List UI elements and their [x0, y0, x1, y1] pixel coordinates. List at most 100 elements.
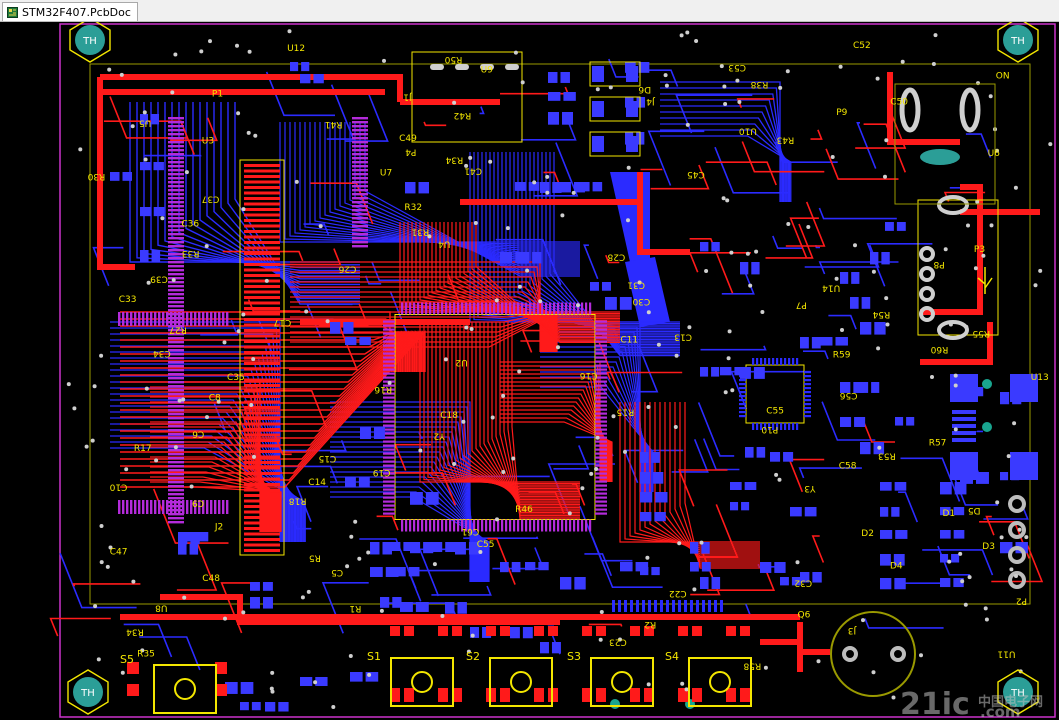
ic-pad: [678, 600, 681, 612]
connector-pad: [244, 527, 280, 530]
via: [131, 579, 136, 584]
ic-pad: [383, 492, 395, 495]
component-designator: C23: [609, 636, 627, 646]
via: [953, 383, 958, 388]
signal-trace: [471, 322, 580, 504]
smd-pad: [153, 207, 165, 217]
smd-pad: [783, 452, 794, 462]
ic-pad: [595, 340, 607, 343]
component-designator: R46: [515, 505, 533, 515]
component-designator: D3: [982, 542, 995, 552]
via: [637, 280, 642, 285]
document-tab[interactable]: STM32F407.PcbDoc: [2, 2, 138, 21]
signal-trace: [664, 402, 760, 561]
connector-pad: [244, 411, 280, 415]
signal-trace: [427, 322, 580, 486]
ic-pad: [168, 265, 184, 268]
via: [249, 403, 254, 407]
signal-trace: [821, 401, 876, 441]
ic-pad: [383, 512, 395, 515]
ic-pad: [383, 356, 395, 359]
ic-pad: [449, 519, 452, 532]
ic-pad: [168, 289, 184, 292]
smd-pad: [240, 682, 254, 694]
connector-pad: [244, 510, 280, 514]
connector-pad: [244, 235, 280, 239]
via: [304, 309, 309, 314]
component-designator: Q6: [798, 610, 811, 620]
connector-pad: [244, 164, 280, 167]
switch-pad: [726, 626, 736, 636]
ic-pad: [581, 302, 584, 315]
switch-label: S2: [466, 650, 480, 663]
ic-pad: [168, 433, 184, 436]
smd-pad: [953, 530, 965, 539]
ic-pad: [441, 519, 444, 532]
via: [754, 249, 759, 254]
component-designator: Y2: [434, 431, 446, 441]
component-designator: C61: [461, 526, 479, 536]
via: [618, 637, 622, 642]
component-designator: C26: [338, 264, 356, 274]
ic-pad: [170, 500, 173, 514]
ic-pad: [182, 312, 185, 326]
ic-pad: [383, 376, 395, 379]
ic-outline: [745, 364, 805, 424]
via: [646, 310, 651, 315]
connector-pad: [950, 452, 978, 480]
ic-pad: [804, 403, 811, 406]
connector-pad: [244, 230, 280, 233]
ic-pad: [573, 519, 576, 532]
smd-pad: [741, 502, 750, 511]
ic-pad: [654, 600, 657, 612]
signal-trace: [423, 222, 620, 323]
usb-pin-pad: [919, 306, 935, 322]
ic-pad: [158, 312, 161, 326]
ic-pad: [202, 312, 205, 326]
component-designator: C53: [728, 62, 746, 72]
ic-pad: [138, 500, 141, 514]
ic-pad: [383, 420, 395, 423]
via: [785, 69, 790, 74]
ic-pad: [585, 302, 588, 315]
ic-pad: [595, 332, 607, 335]
signal-trace: [774, 141, 838, 163]
component-designator: C50: [890, 98, 908, 108]
component-designator: C37: [202, 193, 220, 203]
smd-pad: [415, 602, 429, 612]
ic-pad: [595, 364, 607, 367]
signal-trace: [150, 102, 360, 272]
ic-pad: [473, 302, 476, 315]
component-designator: U3: [202, 137, 214, 147]
ic-pad: [549, 302, 552, 315]
via: [432, 562, 437, 567]
via: [382, 58, 386, 63]
smd-pad: [590, 282, 599, 291]
ic-pad: [804, 411, 811, 414]
smd-pad: [262, 597, 273, 609]
ic-pad: [739, 411, 746, 414]
signal-trace: [679, 402, 760, 567]
smd-pad: [854, 417, 866, 427]
component-designator: P4: [405, 147, 416, 157]
ic-pad: [202, 500, 205, 514]
component-designator: R30: [87, 171, 105, 181]
smd-pad: [770, 452, 781, 462]
signal-trace: [495, 238, 562, 286]
ic-pad: [206, 500, 209, 514]
ic-pad: [595, 456, 607, 459]
signal-trace: [631, 345, 659, 393]
smd-pad: [653, 472, 664, 484]
vias: [66, 29, 1053, 709]
ic-pad: [352, 209, 368, 212]
smd-pad: [756, 447, 766, 458]
ic-pad: [383, 444, 395, 447]
ic-pad: [577, 519, 580, 532]
signal-trace: [983, 505, 1029, 520]
component-designator: C30: [632, 296, 650, 306]
smd-pad: [800, 337, 809, 349]
via: [182, 595, 187, 600]
via: [78, 147, 83, 152]
